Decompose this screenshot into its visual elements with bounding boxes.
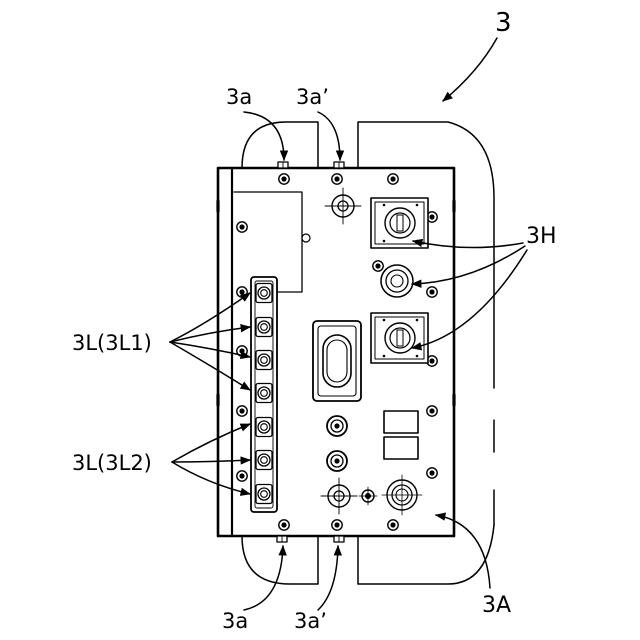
label-lamp-group-2: 3L(3L2) bbox=[72, 451, 152, 475]
mount-tab-top-left bbox=[278, 162, 288, 168]
label-panel-body: 3A bbox=[482, 593, 511, 618]
label-figure-ref: 3 bbox=[495, 8, 512, 38]
label-mount-top-right: 3a’ bbox=[296, 85, 329, 109]
mount-tab-bottom-right bbox=[334, 536, 344, 542]
label-connector-group-h: 3H bbox=[526, 224, 557, 249]
label-mount-bottom-left: 3a bbox=[222, 609, 248, 633]
label-lamp-group-1: 3L(3L1) bbox=[72, 331, 152, 355]
h-connector-lower bbox=[371, 313, 428, 363]
mount-tab-bottom-left bbox=[277, 536, 287, 542]
h-connector-upper bbox=[371, 198, 428, 248]
oval-window bbox=[313, 321, 361, 401]
label-mount-bottom-right: 3a’ bbox=[294, 609, 327, 633]
round-connector-upper bbox=[327, 416, 347, 436]
round-connector-lower bbox=[327, 451, 347, 471]
mount-tab-top-right bbox=[334, 162, 344, 168]
h-connector-middle bbox=[381, 265, 413, 297]
label-mount-top-left: 3a bbox=[226, 85, 252, 109]
